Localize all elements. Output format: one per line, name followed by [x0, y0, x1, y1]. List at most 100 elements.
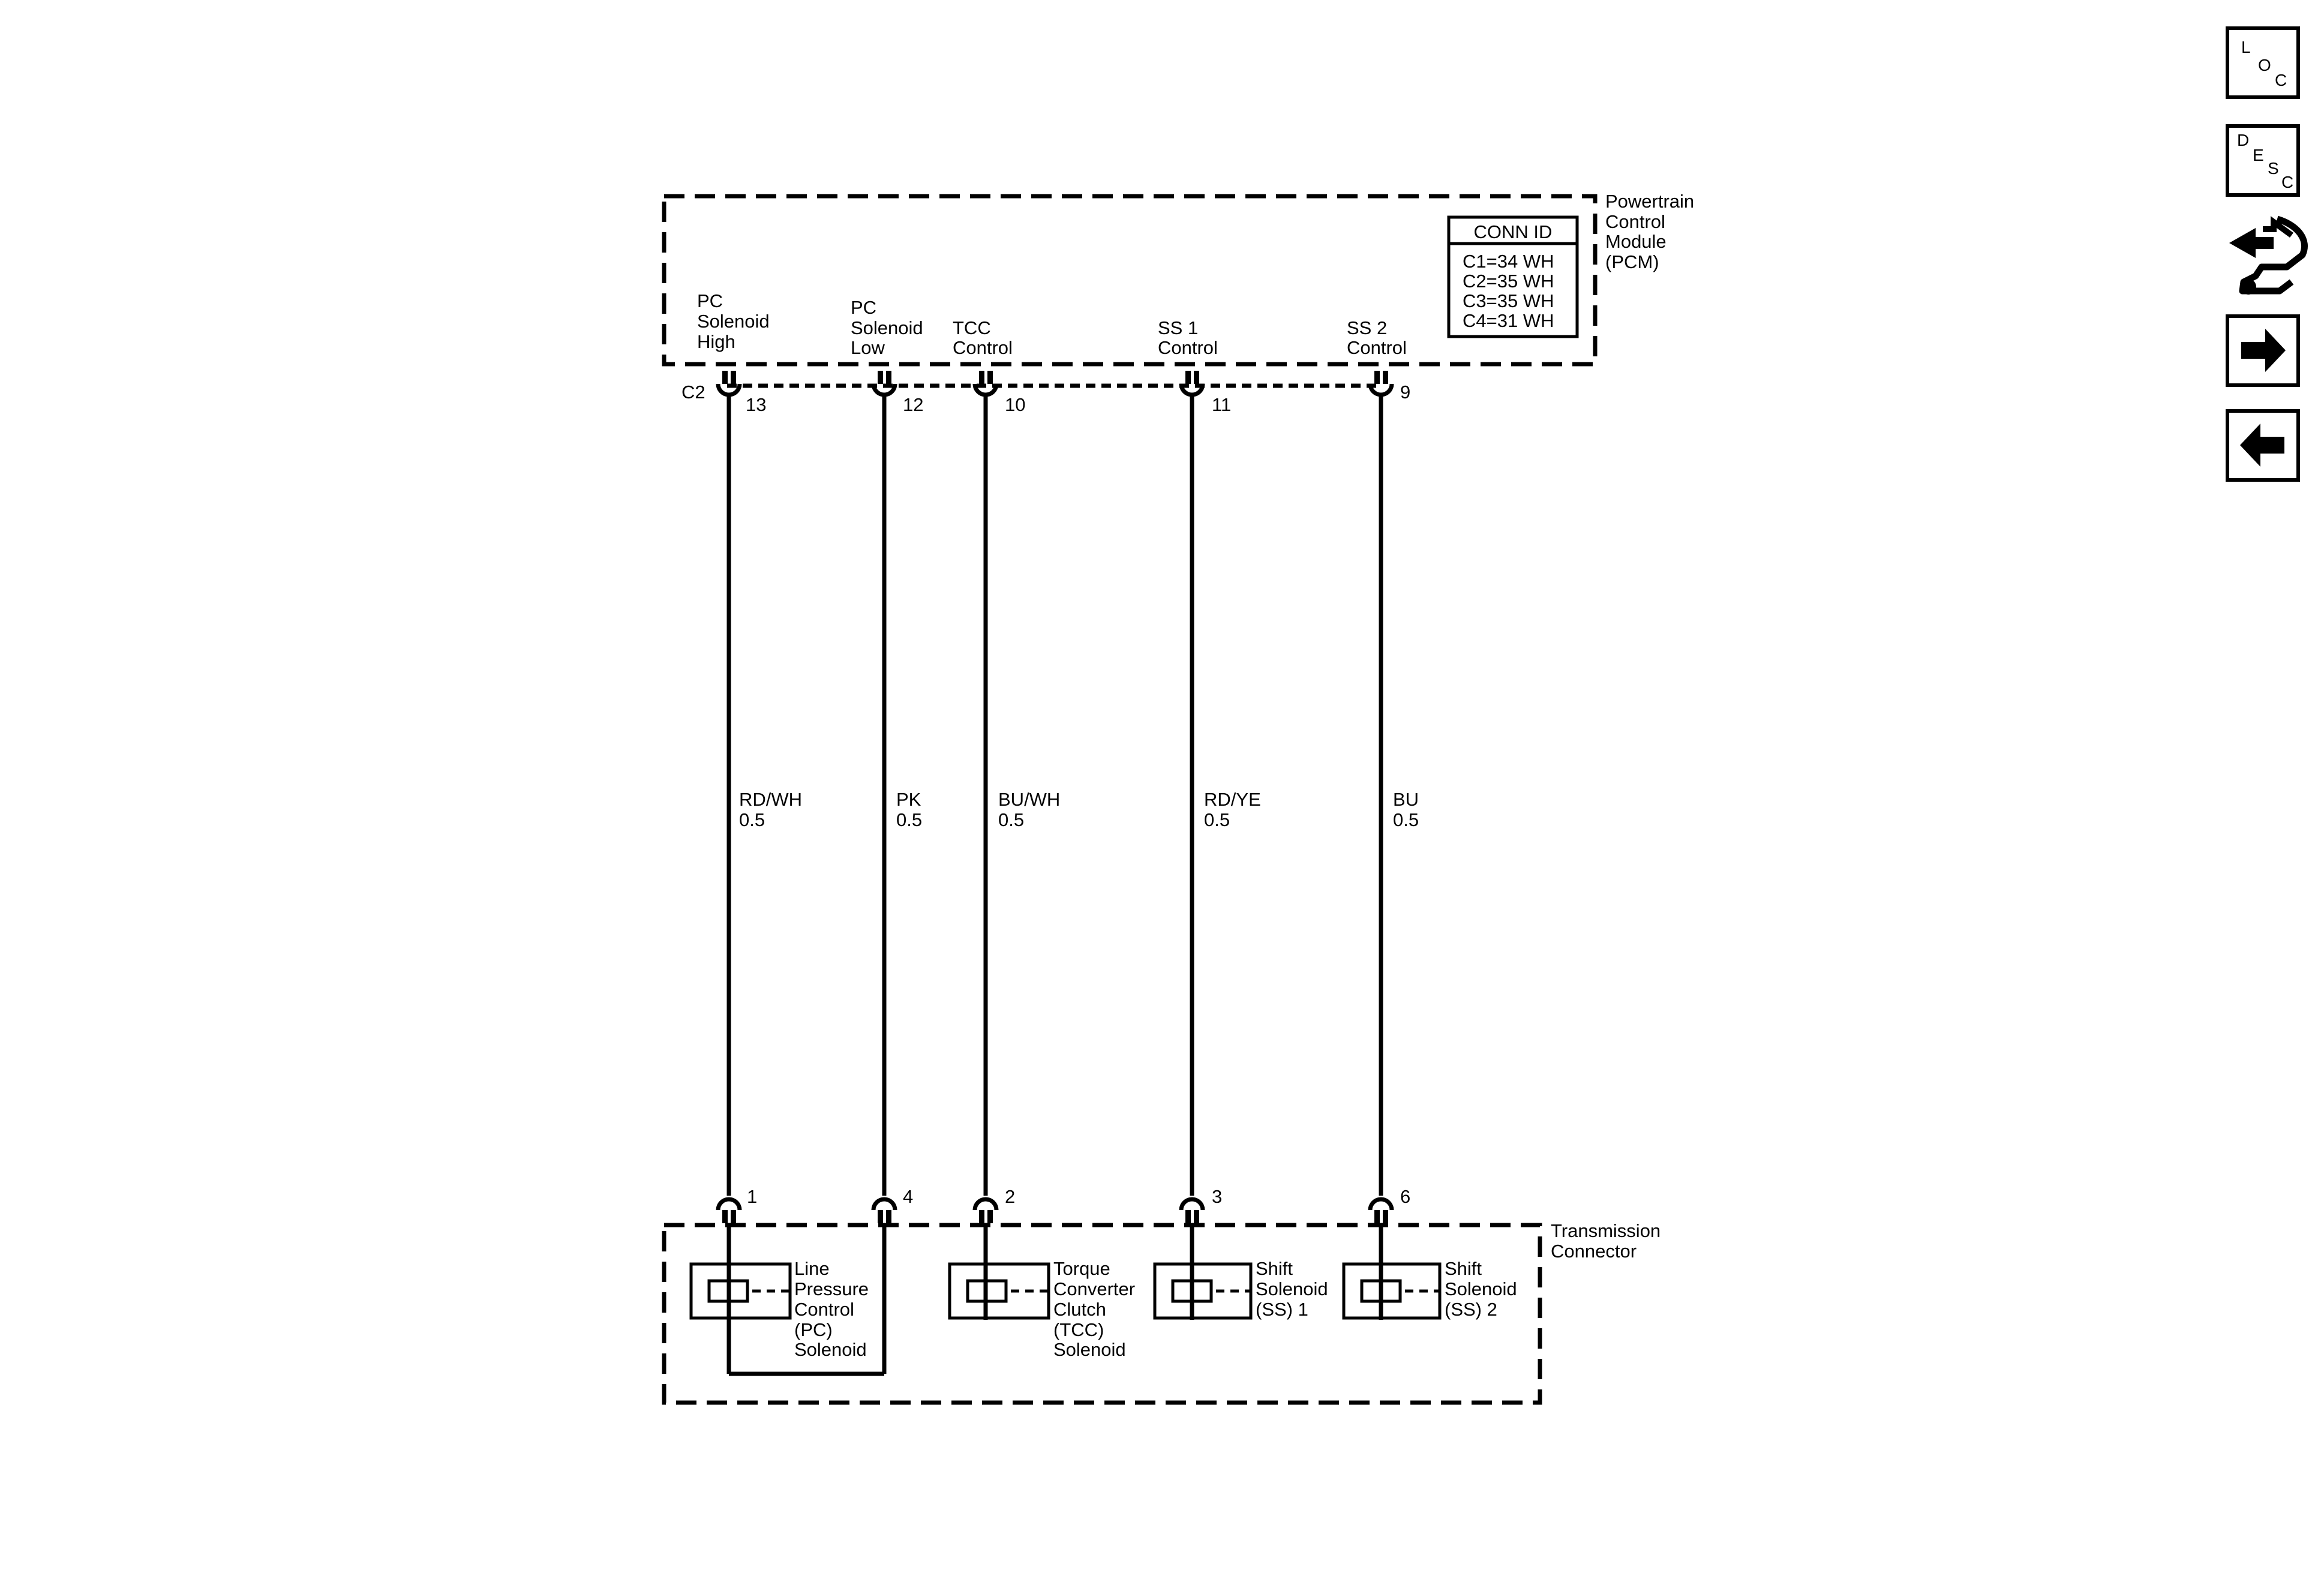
wire-color-label: PK — [896, 789, 921, 810]
pc-solenoid: Line Pressure Control (PC) Solenoid — [689, 1223, 887, 1376]
circuit-label-pc-low: PC Solenoid Low — [851, 297, 923, 358]
svg-text:E: E — [2253, 146, 2264, 164]
wire-gauge-label: 0.5 — [1393, 809, 1419, 830]
wire-gauge-label: 0.5 — [739, 809, 765, 830]
transmission-pin-terminal — [716, 1197, 742, 1223]
solenoid-coil-icon — [1360, 1279, 1402, 1303]
ss1-solenoid: Shift Solenoid (SS) 1 — [1153, 1223, 1328, 1320]
svg-text:(PC): (PC) — [794, 1319, 833, 1340]
conn-id-row: C1=34 WH — [1463, 251, 1554, 272]
transmission-pin-number: 4 — [903, 1186, 913, 1207]
svg-text:Solenoid: Solenoid — [697, 311, 770, 332]
transmission-connector-pins: 1 4 2 3 6 — [716, 1186, 1410, 1223]
svg-text:(SS) 2: (SS) 2 — [1445, 1299, 1497, 1320]
solenoid-coil-icon — [966, 1279, 1008, 1303]
solenoid-coil-icon — [707, 1279, 749, 1303]
svg-text:Control: Control — [1347, 337, 1407, 358]
pcm-pin-number: 11 — [1212, 394, 1231, 415]
svg-text:O: O — [2258, 56, 2271, 74]
svg-text:Shift: Shift — [1256, 1258, 1293, 1279]
svg-text:Pressure: Pressure — [794, 1278, 869, 1299]
pcm-label-line-3: Module — [1605, 231, 1667, 252]
circuit-label-tcc: TCC Control — [953, 317, 1013, 358]
svg-text:PC: PC — [697, 290, 723, 311]
ss2-solenoid: Shift Solenoid (SS) 2 — [1342, 1223, 1517, 1320]
wire-color-label: RD/WH — [739, 789, 802, 810]
wires: RD/WH 0.5 PK 0.5 BU/WH 0.5 RD/YE 0.5 BU … — [726, 394, 1419, 1196]
wire-gauge-label: 0.5 — [896, 809, 922, 830]
solenoid-coil-icon — [1171, 1279, 1213, 1303]
svg-text:Line: Line — [794, 1258, 830, 1279]
transmission-label-line-2: Connector — [1551, 1241, 1637, 1262]
svg-text:C: C — [2275, 71, 2287, 89]
pcm-connector-c2: C2 13 12 10 11 9 — [681, 371, 1410, 415]
pcm-label-line-1: Powertrain — [1605, 191, 1694, 212]
solenoid-box — [689, 1262, 792, 1320]
svg-text:Torque: Torque — [1053, 1258, 1110, 1279]
svg-text:C: C — [2281, 173, 2293, 191]
wire-color-label: BU/WH — [998, 789, 1060, 810]
transmission-pin-number: 2 — [1005, 1186, 1015, 1207]
svg-text:Solenoid: Solenoid — [1256, 1278, 1328, 1299]
svg-text:(TCC): (TCC) — [1053, 1319, 1104, 1340]
transmission-pin-terminal — [1179, 1197, 1205, 1223]
svg-text:Solenoid: Solenoid — [1053, 1339, 1126, 1360]
back-arrow-icon[interactable] — [2226, 409, 2300, 482]
pcm-label-line-4: (PCM) — [1605, 251, 1659, 272]
svg-text:TCC: TCC — [953, 317, 991, 338]
svg-text:Solenoid: Solenoid — [794, 1339, 867, 1360]
pcm-pin-terminal — [871, 371, 897, 397]
transmission-pin-terminal — [972, 1197, 999, 1223]
wire-color-label: RD/YE — [1204, 789, 1261, 810]
svg-text:Converter: Converter — [1053, 1278, 1135, 1299]
svg-text:High: High — [697, 331, 735, 352]
wire-gauge-label: 0.5 — [1204, 809, 1230, 830]
transmission-pin-number: 6 — [1400, 1186, 1410, 1207]
svg-text:(SS) 1: (SS) 1 — [1256, 1299, 1308, 1320]
desc-icon[interactable]: D E S C — [2226, 124, 2300, 197]
svg-text:L: L — [2241, 38, 2251, 56]
transmission-pin-number: 3 — [1212, 1186, 1222, 1207]
svg-text:Shift: Shift — [1445, 1258, 1482, 1279]
transmission-pin-number: 1 — [747, 1186, 757, 1207]
pcm-label-line-2: Control — [1605, 211, 1665, 232]
circuit-label-ss1: SS 1 Control — [1158, 317, 1218, 358]
transmission-label-line-1: Transmission — [1551, 1220, 1661, 1241]
transmission-connector: Transmission Connector Line Pressure Con… — [662, 1220, 1661, 1405]
pcm-pin-number: 12 — [903, 394, 923, 415]
wire-gauge-label: 0.5 — [998, 809, 1024, 830]
svg-text:Control: Control — [1158, 337, 1218, 358]
tcc-solenoid: Torque Converter Clutch (TCC) Solenoid — [948, 1223, 1135, 1360]
pcm-boundary — [662, 194, 1598, 367]
svg-text:Low: Low — [851, 337, 885, 358]
conn-id-row: C4=31 WH — [1463, 310, 1554, 331]
conn-id-box — [1447, 215, 1579, 338]
svg-text:SS 1: SS 1 — [1158, 317, 1198, 338]
circuit-label-pc-high: PC Solenoid High — [697, 290, 770, 352]
loc-icon[interactable]: L O C — [2226, 26, 2300, 99]
svg-text:Solenoid: Solenoid — [1445, 1278, 1517, 1299]
transmission-pin-terminal — [871, 1197, 897, 1223]
pcm-label: Powertrain Control Module (PCM) — [1605, 191, 1694, 272]
svg-text:Control: Control — [794, 1299, 854, 1320]
conn-id-row: C3=35 WH — [1463, 290, 1554, 311]
pcm-pin-number: 13 — [746, 394, 766, 415]
pcm-pin-number: 10 — [1005, 394, 1025, 415]
connector-name: C2 — [681, 382, 705, 403]
conn-id-header: CONN ID — [1474, 221, 1553, 242]
transmission-boundary — [662, 1223, 1542, 1405]
conn-id-table: CONN ID C1=34 WH C2=35 WH C3=35 WH C4=31… — [1447, 215, 1579, 338]
pcm-pin-number: 9 — [1400, 382, 1410, 403]
pcm-module: Powertrain Control Module (PCM) CONN ID … — [662, 191, 1694, 367]
svg-text:PC: PC — [851, 297, 876, 318]
circuit-label-ss2: SS 2 Control — [1347, 317, 1407, 358]
wire-color-label: BU — [1393, 789, 1419, 810]
pcm-pin-terminal — [716, 371, 742, 397]
svg-text:SS 2: SS 2 — [1347, 317, 1387, 338]
connector-view-icon[interactable] — [2229, 215, 2308, 295]
next-arrow-icon[interactable] — [2226, 314, 2300, 387]
svg-text:Solenoid: Solenoid — [851, 317, 923, 338]
svg-text:Clutch: Clutch — [1053, 1299, 1106, 1320]
pcm-pin-terminal — [1368, 371, 1394, 397]
